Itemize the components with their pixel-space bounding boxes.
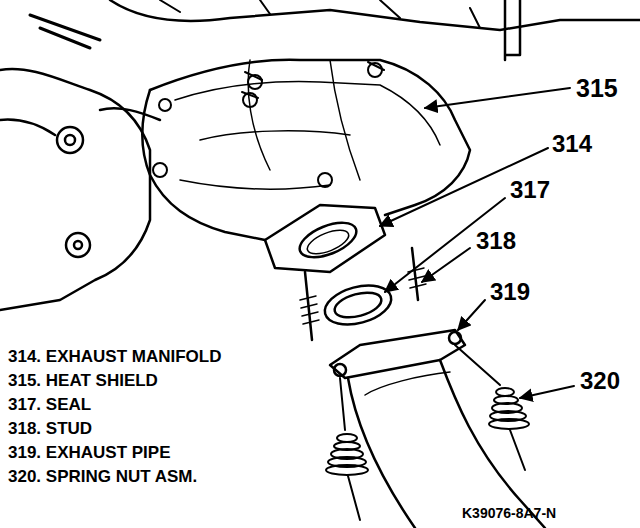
parts-list-entry: 319. EXHAUST PIPE [8, 444, 171, 461]
callout-number: 317 [510, 178, 550, 202]
parts-list-entry: 317. SEAL [8, 396, 91, 413]
figure-code: K39076-8A7-N [462, 506, 556, 520]
callout-number: 318 [476, 229, 516, 253]
parts-list-entry: 318. STUD [8, 420, 92, 437]
callout-number: 315 [576, 76, 618, 101]
parts-list-entry: 320. SPRING NUT ASM. [8, 468, 197, 485]
leader-line [380, 88, 574, 398]
callout-number: 314 [552, 132, 592, 156]
parts-list-entry: 315. HEAT SHIELD [8, 372, 158, 389]
callout-number: 319 [490, 280, 530, 304]
callout-number: 320 [580, 369, 620, 393]
parts-list-entry: 314. EXHAUST MANIFOLD [8, 348, 221, 365]
